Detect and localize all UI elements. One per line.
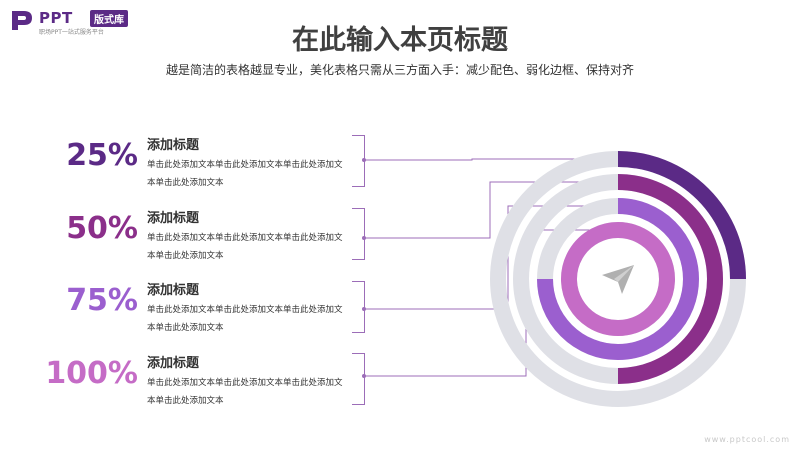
progress-rings	[490, 151, 746, 407]
page-subtitle: 越是简洁的表格越显专业，美化表格只需从三方面入手：减少配色、弱化边框、保持对齐	[165, 63, 634, 77]
list-item: 25% 添加标题 单击此处添加文本单击此处添加文本单击此处添加文本单击此处添加文…	[0, 134, 370, 194]
connector-dot	[362, 158, 366, 162]
item-description: 单击此处添加文本单击此处添加文本单击此处添加文本单击此处添加文本	[147, 233, 343, 261]
percent-label: 25%	[66, 138, 138, 173]
watermark: www.pptcool.com	[704, 435, 790, 444]
connector-line	[364, 158, 618, 161]
brand-logo: PPT 版式库 职场PPT一站式服务平台	[10, 6, 160, 36]
item-bracket	[352, 281, 365, 333]
percent-label: 75%	[66, 283, 138, 318]
percent-label: 100%	[45, 356, 138, 391]
list-item: 75% 添加标题 单击此处添加文本单击此处添加文本单击此处添加文本单击此处添加文…	[0, 279, 370, 339]
page-title: 在此输入本页标题	[292, 25, 508, 56]
item-title: 添加标题	[147, 283, 200, 298]
item-title: 添加标题	[147, 211, 200, 226]
item-description: 单击此处添加文本单击此处添加文本单击此处添加文本单击此处添加文本	[147, 305, 343, 333]
list-item: 50% 添加标题 单击此处添加文本单击此处添加文本单击此处添加文本单击此处添加文…	[0, 207, 370, 267]
item-description: 单击此处添加文本单击此处添加文本单击此处添加文本单击此处添加文本	[147, 160, 343, 188]
ring-progress	[617, 151, 746, 280]
percent-label: 50%	[66, 211, 138, 246]
item-description: 单击此处添加文本单击此处添加文本单击此处添加文本单击此处添加文本	[147, 378, 343, 406]
logo-badge: 版式库	[90, 10, 128, 27]
ring-progress	[537, 198, 699, 360]
logo-tagline: 职场PPT一站式服务平台	[39, 29, 104, 36]
item-title: 添加标题	[147, 138, 200, 153]
item-title: 添加标题	[147, 356, 200, 371]
item-bracket	[352, 353, 365, 405]
connector-dot	[362, 236, 366, 240]
connector-dot	[362, 374, 366, 378]
logo-text: PPT	[39, 9, 73, 27]
connector-dot	[362, 307, 366, 311]
ring-progress	[617, 174, 723, 384]
list-item: 100% 添加标题 单击此处添加文本单击此处添加文本单击此处添加文本单击此处添加…	[0, 352, 370, 412]
logo-mark-icon	[12, 11, 32, 30]
paper-plane-icon	[602, 265, 634, 294]
ring-progress	[561, 222, 675, 336]
item-bracket	[352, 208, 365, 260]
